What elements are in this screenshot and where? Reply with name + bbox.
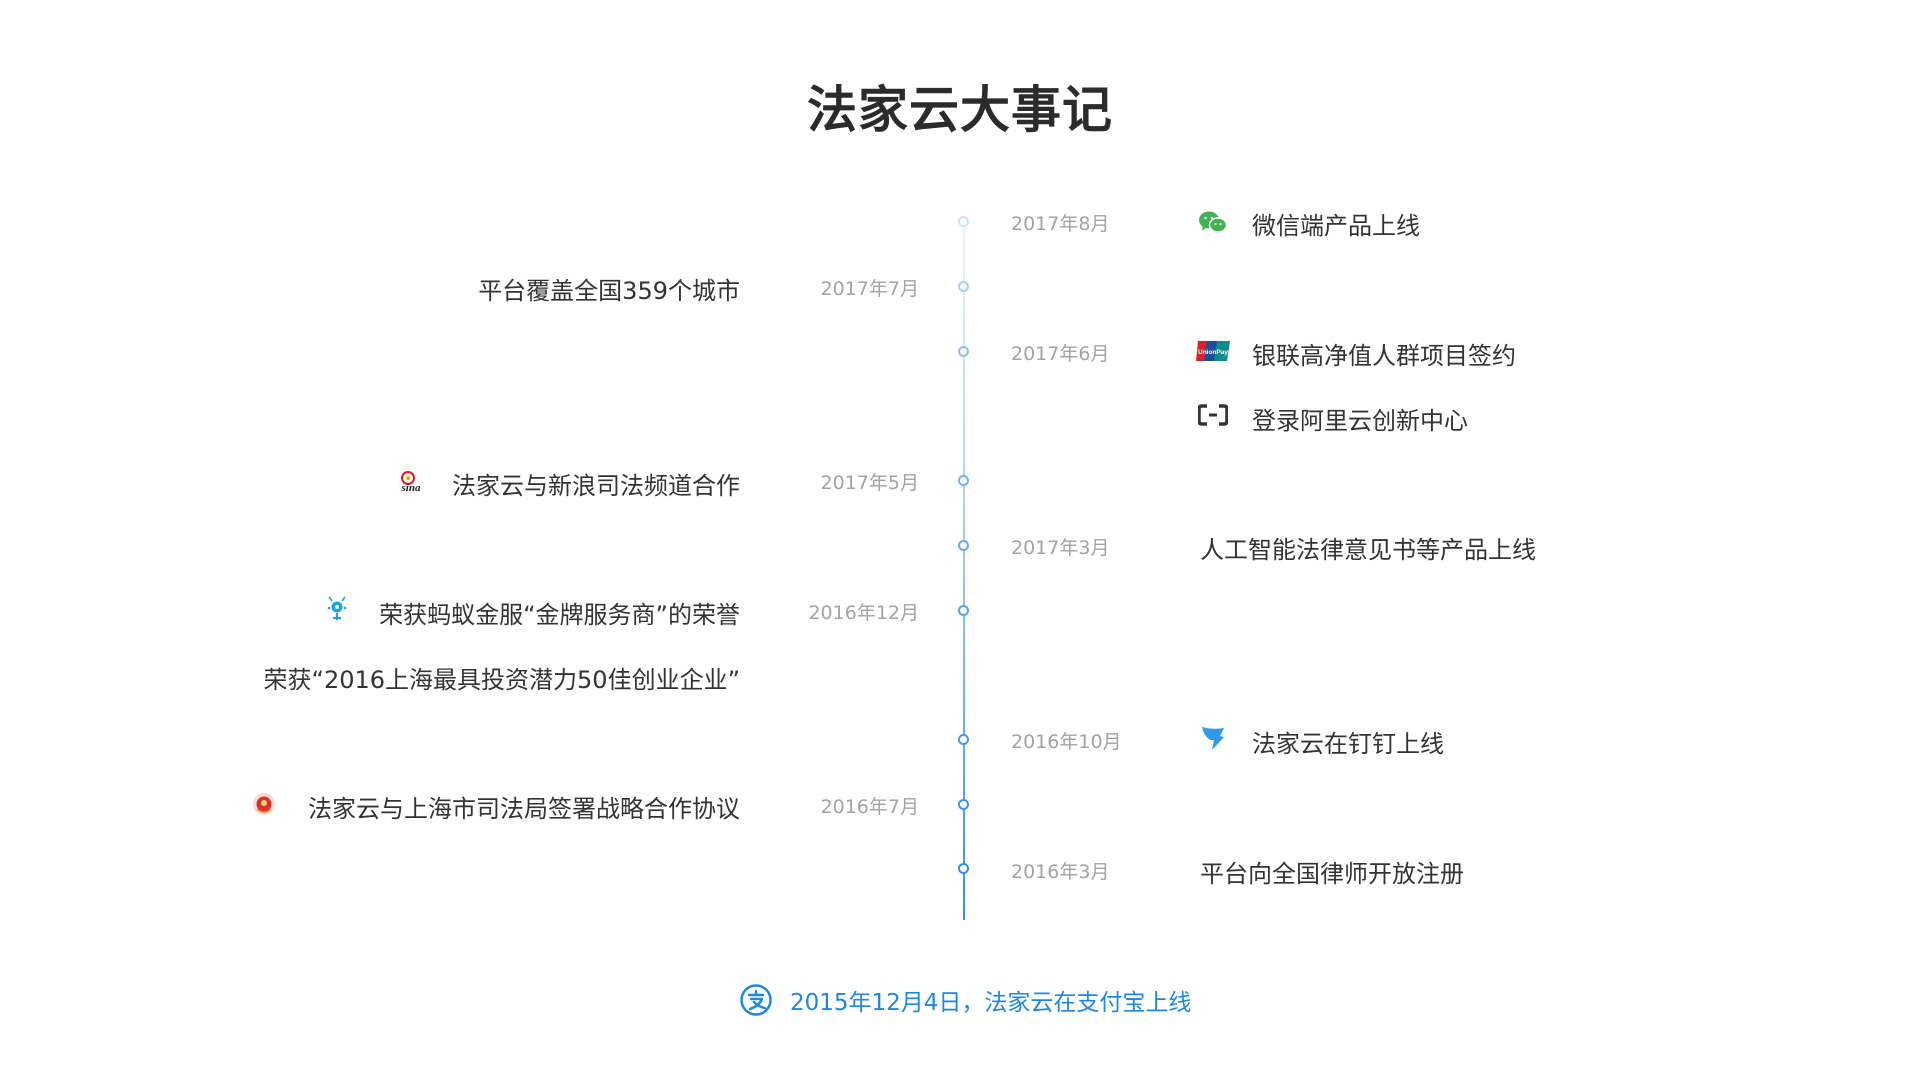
timeline-event: 微信端产品上线 [1252, 212, 1420, 240]
timeline-dot [958, 605, 969, 616]
timeline-event: 法家云与新浪司法频道合作 [452, 472, 740, 500]
svg-text:sina: sina [401, 482, 421, 494]
timeline-event: 荣获蚂蚁金服“金牌服务商”的荣誉 [379, 601, 740, 629]
svg-text:UnionPay: UnionPay [1198, 349, 1228, 356]
timeline-dot [958, 540, 969, 551]
timeline-dot [958, 281, 969, 292]
timeline-event: 法家云与上海市司法局签署战略合作协议 [308, 795, 740, 823]
timeline-date: 2016年12月 [808, 602, 919, 624]
timeline-event: 平台覆盖全国359个城市 [478, 277, 740, 305]
dingtalk-icon [1202, 727, 1224, 750]
footer-text: 2015年12月4日，法家云在支付宝上线 [790, 990, 1192, 1016]
timeline-event: 人工智能法律意见书等产品上线 [1200, 536, 1536, 564]
timeline-event: 登录阿里云创新中心 [1252, 407, 1468, 435]
aliyun-icon [1198, 404, 1228, 426]
timeline-dot [958, 475, 969, 486]
footer-milestone: 2015年12月4日，法家云在支付宝上线 [740, 982, 1191, 1018]
timeline-dot [958, 346, 969, 357]
timeline-date: 2017年6月 [1011, 343, 1110, 365]
alipay-icon [740, 984, 772, 1016]
justice-bureau-emblem-icon [253, 793, 275, 815]
timeline-dot [958, 863, 969, 874]
timeline-dot [958, 216, 969, 227]
timeline-dot [958, 799, 969, 810]
timeline-event: 荣获“2016上海最具投资潜力50佳创业企业” [263, 666, 740, 694]
timeline-date: 2017年5月 [820, 472, 919, 494]
timeline-date: 2017年3月 [1011, 537, 1110, 559]
timeline-date: 2017年7月 [820, 278, 919, 300]
timeline-axis [963, 222, 965, 920]
unionpay-icon: UnionPay [1196, 341, 1230, 361]
timeline-date: 2016年10月 [1011, 731, 1122, 753]
ant-financial-icon [327, 596, 347, 620]
wechat-icon [1199, 211, 1228, 233]
timeline-event: 平台向全国律师开放注册 [1200, 860, 1464, 888]
sina-icon: sina [401, 471, 421, 494]
timeline-date: 2016年7月 [820, 796, 919, 818]
timeline-event: 法家云在钉钉上线 [1252, 730, 1444, 758]
timeline-date: 2016年3月 [1011, 861, 1110, 883]
timeline-dot [958, 734, 969, 745]
page-title: 法家云大事记 [807, 81, 1113, 139]
timeline-date: 2017年8月 [1011, 213, 1110, 235]
timeline-event: 银联高净值人群项目签约 [1252, 342, 1516, 370]
